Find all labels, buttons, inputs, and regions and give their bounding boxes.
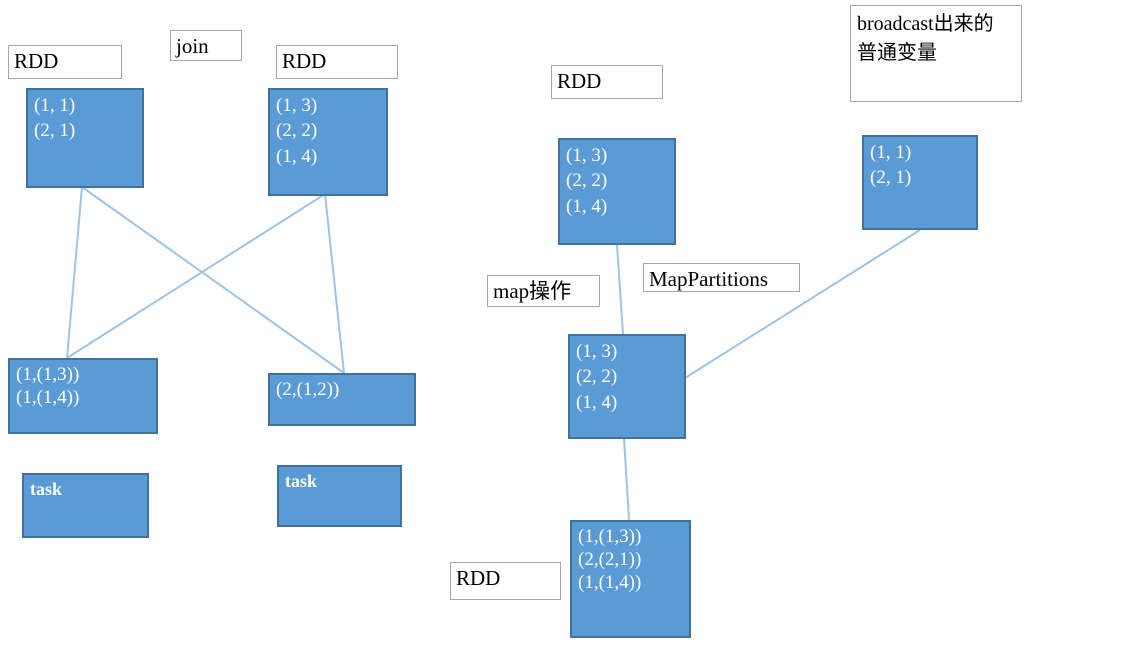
node-join-result-right: (2,(1,2)) <box>268 373 416 426</box>
label-rdd-right: RDD <box>276 45 398 79</box>
node-mappartitions-output: (1,(1,3)) (2,(2,1)) (1,(1,4)) <box>570 520 691 638</box>
label-map: map操作 <box>487 275 600 307</box>
edge-broadcast-to-mappartitions <box>684 229 921 379</box>
edge-left-to-result-right <box>81 186 345 374</box>
label-mappartitions: MapPartitions <box>643 263 800 292</box>
node-join-result-left: (1,(1,3)) (1,(1,4)) <box>8 358 158 434</box>
node-rdd-left-data: (1, 1) (2, 1) <box>26 88 144 188</box>
label-join: join <box>170 30 242 61</box>
node-rdd-mid-data: (1, 3) (2, 2) (1, 4) <box>558 138 676 245</box>
edge-right-to-result-right <box>324 193 345 374</box>
label-rdd-bottom: RDD <box>450 562 561 600</box>
label-broadcast: broadcast出来的 普通变量 <box>850 5 1022 102</box>
label-rdd-left: RDD <box>8 45 122 79</box>
label-rdd-mid: RDD <box>551 65 663 99</box>
node-mappartitions-input: (1, 3) (2, 2) (1, 4) <box>568 334 686 439</box>
node-task-left: task <box>22 473 149 538</box>
edge-right-to-result-left <box>66 193 326 359</box>
node-broadcast-data: (1, 1) (2, 1) <box>862 135 978 230</box>
edge-mappartitions-to-output <box>623 437 630 521</box>
node-task-right: task <box>277 465 402 527</box>
node-rdd-right-data: (1, 3) (2, 2) (1, 4) <box>268 88 388 196</box>
edge-left-to-result-left <box>66 186 83 359</box>
edge-mid-to-mappartitions <box>616 244 624 335</box>
